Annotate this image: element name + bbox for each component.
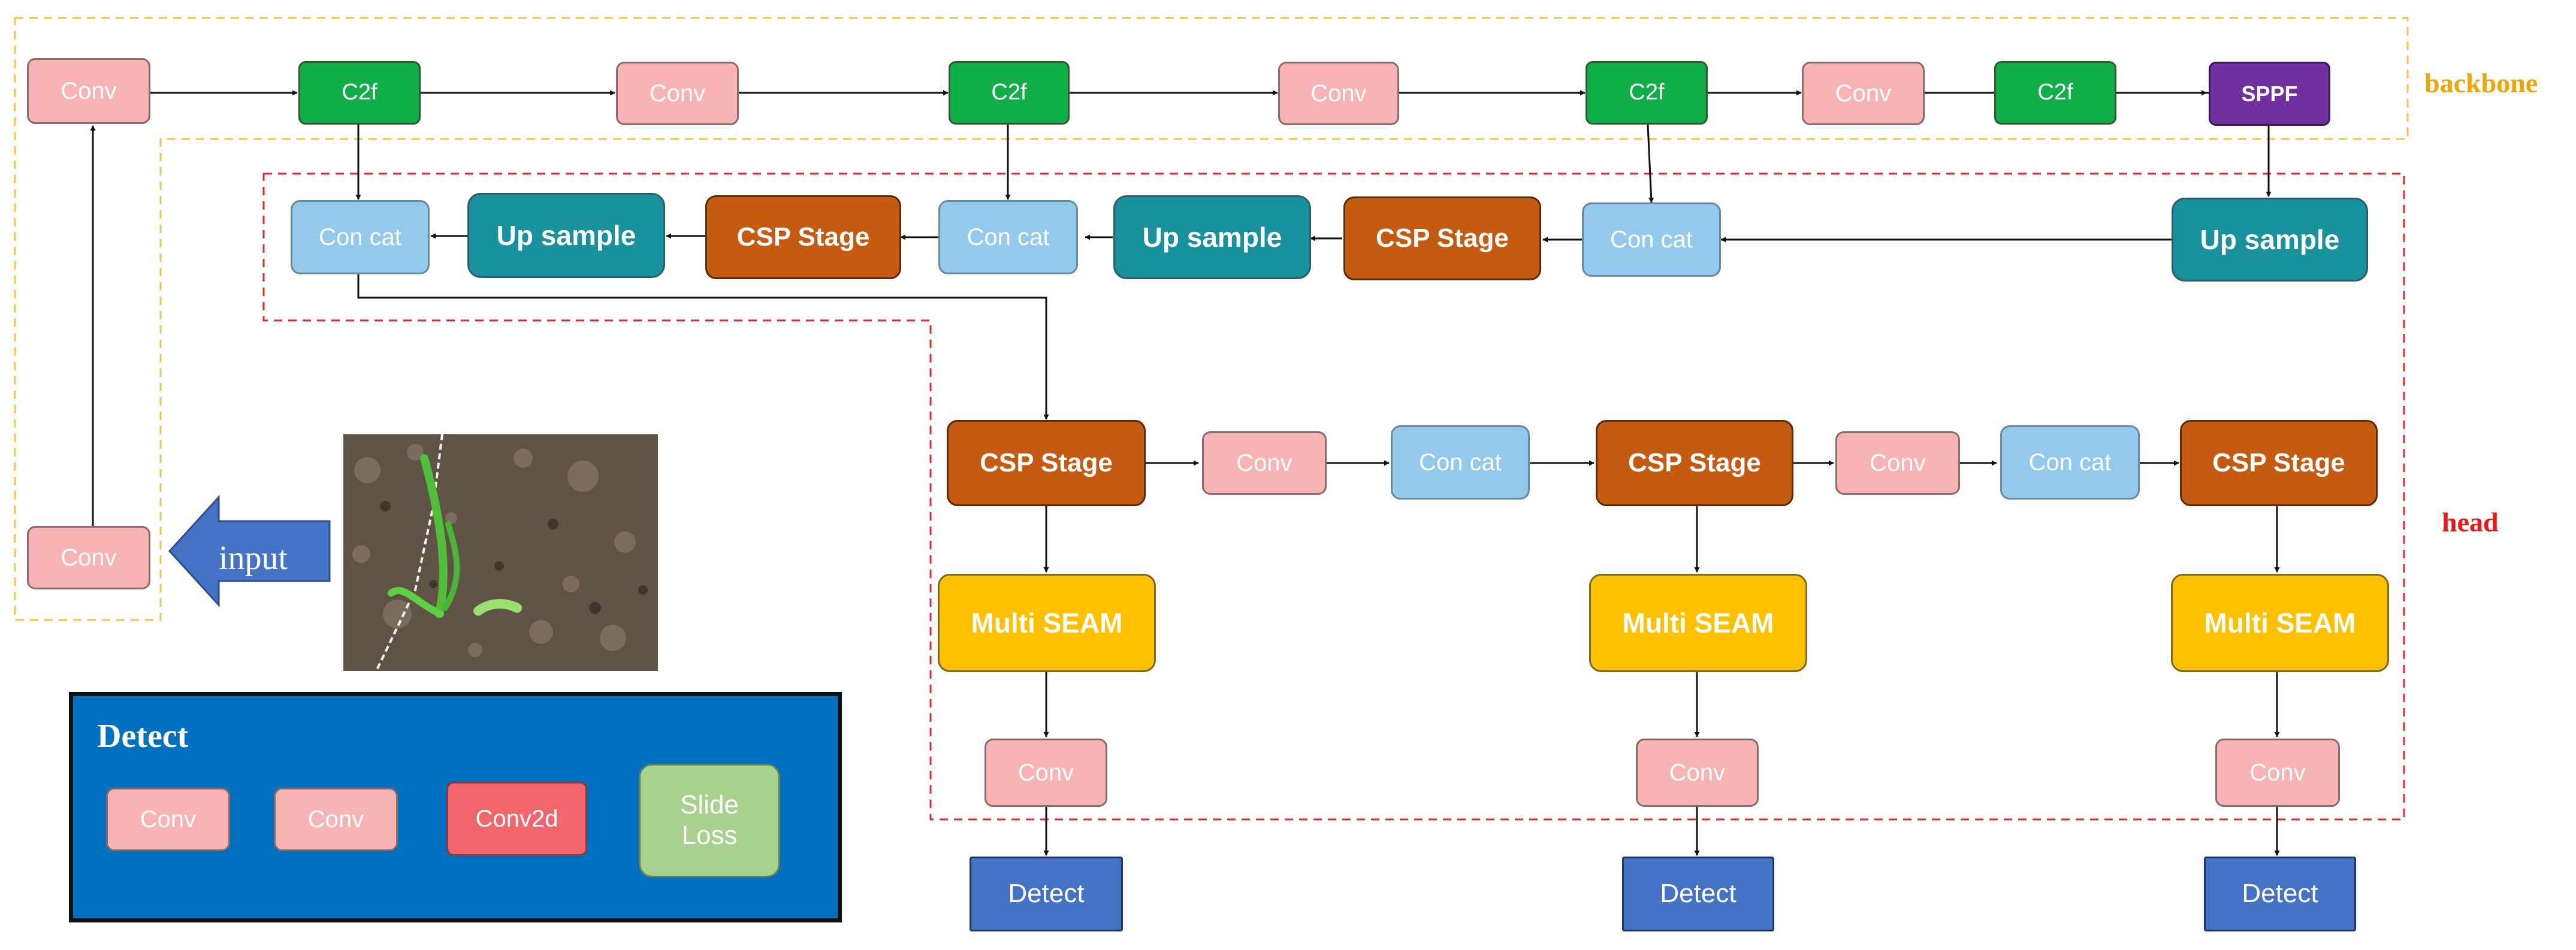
backbone-label: backbone bbox=[2424, 68, 2538, 98]
head-csp-stage-c: CSP Stage bbox=[2180, 420, 2378, 506]
input-arrow-shape bbox=[168, 495, 331, 607]
multi-seam-b: Multi SEAM bbox=[1589, 574, 1807, 672]
detect-module-conv2d: Conv2d bbox=[446, 782, 587, 856]
neck-csp-stage-2: CSP Stage bbox=[1343, 196, 1541, 280]
output-conv-c: Conv bbox=[2215, 739, 2340, 807]
backbone-conv-2: Conv bbox=[616, 62, 739, 125]
input-conv: Conv bbox=[27, 526, 150, 589]
head-concat-bc: Con cat bbox=[2000, 425, 2140, 500]
sppf-block: SPPF bbox=[2209, 62, 2330, 126]
backbone-c2f-1: C2f bbox=[298, 61, 421, 125]
head-conv-ab: Conv bbox=[1202, 431, 1327, 495]
detect-output-a: Detect bbox=[970, 857, 1123, 931]
detect-output-b: Detect bbox=[1622, 857, 1774, 931]
corn-seedling-photo-icon bbox=[343, 434, 658, 671]
neck-upsample-2: Up sample bbox=[1113, 195, 1311, 279]
backbone-c2f-2: C2f bbox=[949, 61, 1070, 125]
neck-concat-3: Con cat bbox=[1582, 202, 1721, 277]
head-conv-bc: Conv bbox=[1835, 431, 1960, 495]
neck-upsample-3: Up sample bbox=[2172, 198, 2368, 282]
neck-concat-2: Con cat bbox=[938, 200, 1078, 274]
backbone-conv-4: Conv bbox=[1802, 62, 1925, 125]
detect-module-slide-loss: Slide Loss bbox=[639, 764, 780, 878]
backbone-conv-3: Conv bbox=[1278, 62, 1399, 125]
head-region-outline bbox=[262, 173, 2405, 821]
output-conv-a: Conv bbox=[985, 739, 1107, 807]
neck-upsample-1: Up sample bbox=[467, 193, 665, 278]
detect-output-c: Detect bbox=[2204, 857, 2356, 931]
backbone-region-outline bbox=[14, 17, 2409, 621]
neck-concat-1: Con cat bbox=[291, 200, 430, 274]
detect-module-title: Detect bbox=[97, 718, 189, 755]
output-conv-b: Conv bbox=[1636, 739, 1759, 807]
multi-seam-a: Multi SEAM bbox=[938, 574, 1156, 672]
detect-module-conv-1: Conv bbox=[106, 788, 230, 851]
detect-module-conv-2: Conv bbox=[274, 788, 398, 851]
backbone-c2f-3: C2f bbox=[1586, 61, 1708, 125]
backbone-conv-1: Conv bbox=[27, 58, 150, 124]
multi-seam-c: Multi SEAM bbox=[2171, 574, 2389, 672]
backbone-c2f-4: C2f bbox=[1994, 61, 2116, 125]
head-label: head bbox=[2442, 507, 2499, 537]
input-label: input bbox=[219, 540, 288, 577]
head-csp-stage-b: CSP Stage bbox=[1596, 420, 1793, 506]
neck-csp-stage-1: CSP Stage bbox=[705, 195, 901, 279]
head-csp-stage-a: CSP Stage bbox=[947, 420, 1146, 506]
head-concat-ab: Con cat bbox=[1391, 425, 1530, 500]
